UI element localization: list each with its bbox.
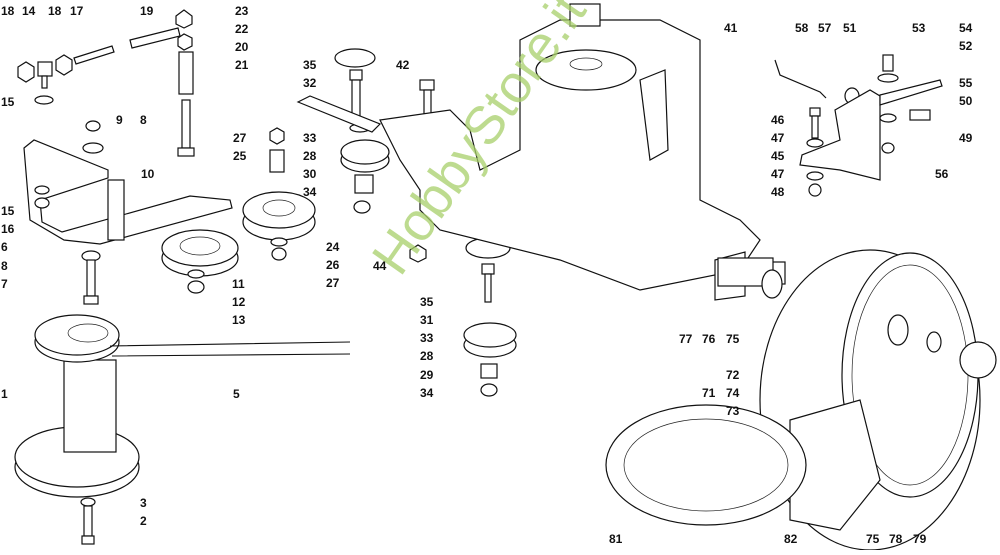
callout-13: 13 [232,313,246,327]
callout-26: 26 [326,258,340,272]
callout-56: 56 [935,167,949,181]
callout-53: 53 [912,21,926,35]
control-bracket [774,54,943,197]
callout-51: 51 [843,21,857,35]
callout-28: 28 [303,149,317,163]
callout-73: 73 [726,404,740,418]
callout-30: 30 [303,167,317,181]
callout-72: 72 [726,368,740,382]
pulley-stack-lower [409,237,517,397]
callout-8: 8 [140,113,147,127]
callout-24: 24 [326,240,340,254]
main-pulley [14,314,351,545]
callout-21: 21 [235,58,249,72]
callout-50: 50 [959,94,973,108]
callout-5: 5 [233,387,240,401]
callout-49: 49 [959,131,973,145]
callout-76: 76 [702,332,716,346]
callout-75: 75 [866,532,880,546]
callout-17: 17 [70,4,84,18]
callout-2: 2 [140,514,147,528]
callout-54: 54 [959,21,973,35]
wheel-assembly [605,249,997,551]
callout-14: 14 [22,4,36,18]
pulley-stack-upper [296,48,435,214]
idler-pulley [161,229,239,294]
callout-75: 75 [726,332,740,346]
callout-35: 35 [420,295,434,309]
callout-18: 18 [1,4,15,18]
callout-79: 79 [913,532,927,546]
callout-57: 57 [818,21,832,35]
callout-48: 48 [771,185,785,199]
callout-44: 44 [373,259,387,273]
callout-29: 29 [420,368,434,382]
callout-25: 25 [233,149,247,163]
callout-33: 33 [420,331,434,345]
callout-10: 10 [141,167,155,181]
callout-28: 28 [420,349,434,363]
callout-3: 3 [140,496,147,510]
callout-35: 35 [303,58,317,72]
spring-assembly [17,9,195,157]
callout-15: 15 [1,204,15,218]
callout-1: 1 [1,387,8,401]
callout-11: 11 [232,277,245,291]
callout-45: 45 [771,149,785,163]
callout-34: 34 [420,386,434,400]
callout-71: 71 [702,386,716,400]
callout-8: 8 [1,259,8,273]
callout-27: 27 [326,276,340,290]
callout-81: 81 [609,532,623,546]
callout-16: 16 [1,222,15,236]
callout-55: 55 [959,76,973,90]
callout-15: 15 [1,95,15,109]
callout-32: 32 [303,76,317,90]
callout-18: 18 [48,4,62,18]
callout-74: 74 [726,386,740,400]
callout-6: 6 [1,240,8,254]
idler-bracket [23,120,233,305]
callout-22: 22 [235,22,249,36]
callout-58: 58 [795,21,809,35]
callout-77: 77 [679,332,693,346]
callout-41: 41 [724,21,738,35]
callout-52: 52 [959,39,973,53]
callout-47: 47 [771,167,785,181]
callout-33: 33 [303,131,317,145]
callout-7: 7 [1,277,8,291]
callout-42: 42 [396,58,410,72]
callout-31: 31 [420,313,434,327]
callout-47: 47 [771,131,785,145]
callout-78: 78 [889,532,903,546]
callout-46: 46 [771,113,785,127]
transmission-housing [379,3,786,301]
callout-20: 20 [235,40,249,54]
pulley-24 [242,127,316,261]
callout-34: 34 [303,185,317,199]
callout-23: 23 [235,4,249,18]
callout-19: 19 [140,4,154,18]
callout-82: 82 [784,532,798,546]
callout-9: 9 [116,113,123,127]
callout-27: 27 [233,131,247,145]
callout-12: 12 [232,295,246,309]
